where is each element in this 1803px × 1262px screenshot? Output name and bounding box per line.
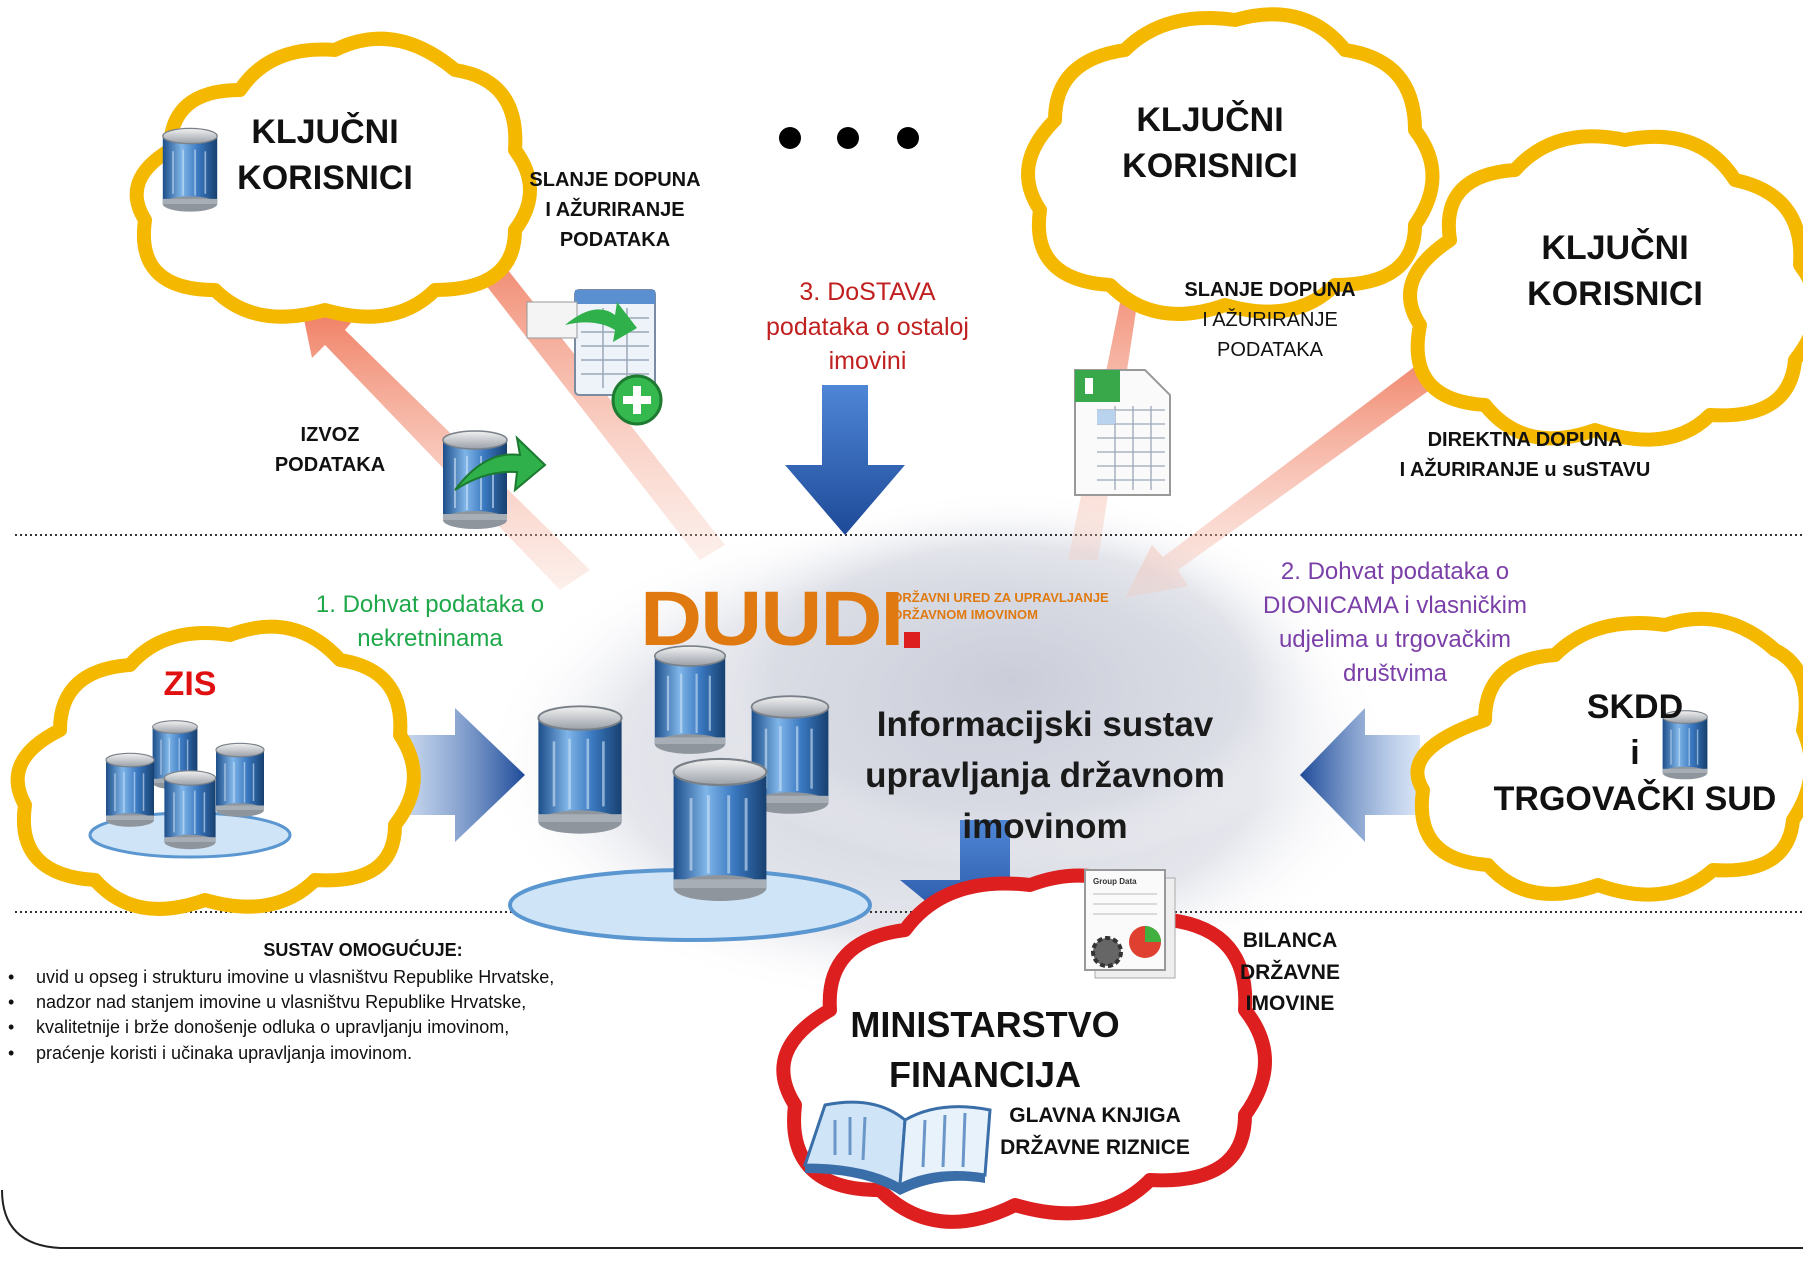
capabilities-heading: SUSTAV OMOGUĆUJE: (263, 940, 463, 960)
label-line: 3. DoSTAVA (799, 278, 936, 306)
label-line: SLANJE DOPUNA (1184, 279, 1356, 301)
cloud-top-left-label: KLJUČNI KORISNICI (230, 110, 420, 202)
system-title-line: imovinom (962, 806, 1128, 846)
ministry-sub-label: GLAVNA KNJIGA DRŽAVNE RIZNICE (985, 1100, 1205, 1163)
label-line: DRŽAVNE (1240, 960, 1340, 984)
cloud-label-line: KORISNICI (1122, 146, 1298, 185)
label-bilanca: BILANCA DRŽAVNE IMOVINE (1215, 925, 1365, 1020)
spreadsheet-add-icon (526, 289, 663, 426)
duudi-logo-subtitle: DRŽAVNI URED ZA UPRAVLJANJE DRŽAVNOM IMO… (893, 590, 1109, 624)
system-capabilities: SUSTAV OMOGUĆUJE: uvid u opseg i struktu… (8, 940, 688, 1066)
label-line: I AŽURIRANJE u suSTAVU (1399, 459, 1651, 481)
database-export-icon (442, 430, 547, 530)
label-izvoz: IZVOZ PODATAKA (255, 420, 405, 480)
cloud-ministry-label: MINISTARSTVO FINANCIJA (845, 1000, 1125, 1101)
label-line: PODATAKA (1217, 339, 1323, 361)
cloud-skdd (1410, 611, 1803, 902)
label-dohvat-dionice: 2. Dohvat podataka o DIONICAMA i vlasnič… (1240, 555, 1550, 691)
cloud-label-line: FINANCIJA (888, 1054, 1081, 1096)
frame-corner (1, 1189, 1803, 1249)
cloud-label-line: TRGOVAČKI SUD (1493, 779, 1777, 818)
label-line: DIONICAMA i vlasničkim (1262, 592, 1528, 620)
cloud-zis-label: ZIS (163, 665, 217, 703)
cloud-label-line: SKDD (1586, 688, 1684, 726)
label-line: BILANCA (1242, 929, 1338, 952)
label-line: udjelima u trgovačkim (1278, 626, 1512, 654)
list-item: praćenje koristi i učinaka upravljanja i… (8, 1041, 688, 1066)
cloud-label-line: KLJUČNI (251, 113, 399, 151)
label-dostava: 3. DoSTAVA podataka o ostaloj imovini (740, 275, 995, 379)
label-line: I AŽURIRANJE (545, 199, 685, 221)
label-line: PODATAKA (274, 454, 386, 476)
duudi-logo-text: DUUDI (640, 575, 904, 663)
arrow-skdd (1300, 708, 1420, 842)
label-line: I AŽURIRANJE (1202, 309, 1338, 331)
cloud-top-center (1021, 7, 1440, 321)
label-dohvat-nekretnine: 1. Dohvat podataka o nekretninama (285, 588, 575, 656)
label-direktna: DIREKTNA DOPUNA I AŽURIRANJE u suSTAVU (1390, 425, 1660, 485)
label-line: 1. Dohvat podataka o (315, 591, 545, 618)
ellipsis-dot (837, 127, 859, 149)
logo-sub-line: DRŽAVNI URED ZA UPRAVLJANJE (893, 590, 1109, 605)
label-slanje-left: SLANJE DOPUNA I AŽURIRANJE PODATAKA (510, 165, 720, 255)
report-icon: Group Data (1084, 869, 1176, 979)
label-line: SLANJE DOPUNA (529, 169, 701, 191)
list-item: kvalitetnije i brže donošenje odluka o u… (8, 1015, 688, 1040)
arrow-direktna (1125, 340, 1466, 598)
cloud-top-right-label: KLJUČNI KORISNICI (1510, 226, 1720, 318)
label-slanje-right: SLANJE DOPUNA I AŽURIRANJE PODATAKA (1160, 275, 1380, 365)
list-item: uvid u opseg i strukturu imovine u vlasn… (8, 965, 688, 990)
cloud-label-line: KORISNICI (237, 158, 413, 197)
system-title-line: Informacijski sustav (876, 705, 1214, 744)
label-line: DIREKTNA DOPUNA (1427, 429, 1623, 451)
zis-database-cluster (88, 720, 292, 859)
cloud-top-left (129, 31, 537, 324)
label-line: IZVOZ (300, 424, 360, 446)
cloud-label-line: MINISTARSTVO (850, 1004, 1120, 1045)
ellipsis-dot (897, 127, 919, 149)
cloud-top-right (1403, 129, 1803, 447)
ellipsis-dot (779, 127, 801, 149)
duudi-logo-dot (904, 632, 921, 648)
capabilities-list: uvid u opseg i strukturu imovine u vlasn… (8, 965, 688, 1066)
label-line: 2. Dohvat podataka o (1280, 558, 1510, 585)
ledger-book-icon (802, 1100, 992, 1195)
system-title: Informacijski sustav upravljanja državno… (835, 700, 1255, 852)
system-title-line: upravljanja državnom (865, 755, 1225, 795)
arrow-zis (385, 708, 525, 842)
cloud-label-line: KLJUČNI (1541, 229, 1689, 267)
spreadsheet-icon (1074, 369, 1171, 496)
duudi-logo: DUUDI (640, 570, 921, 669)
arrow-dostava (785, 385, 905, 535)
label-line: podataka o ostaloj (766, 312, 969, 341)
label-line: IMOVINE (1245, 992, 1335, 1015)
logo-sub-line: DRŽAVNOM IMOVINOM (893, 606, 1038, 622)
database-icon (161, 127, 219, 213)
cloud-label-line: KLJUČNI (1136, 101, 1284, 139)
label-line: društvima (1342, 660, 1448, 688)
central-database-cluster (508, 644, 872, 942)
label-line: imovini (828, 347, 907, 375)
cloud-skdd-label: SKDD i TRGOVAČKI SUD (1480, 685, 1790, 823)
ministry-sub-line: DRŽAVNE RIZNICE (1000, 1135, 1190, 1159)
label-line: PODATAKA (559, 229, 671, 251)
label-line: nekretninama (357, 625, 503, 653)
cloud-top-center-label: KLJUČNI KORISNICI (1110, 98, 1310, 190)
cloud-label-line: i (1630, 733, 1640, 772)
ministry-sub-line: GLAVNA KNJIGA (1009, 1104, 1181, 1127)
report-title: Group Data (1093, 877, 1137, 886)
cloud-label-line: KORISNICI (1527, 274, 1703, 313)
list-item: nadzor nad stanjem imovine u vlasništvu … (8, 990, 688, 1015)
